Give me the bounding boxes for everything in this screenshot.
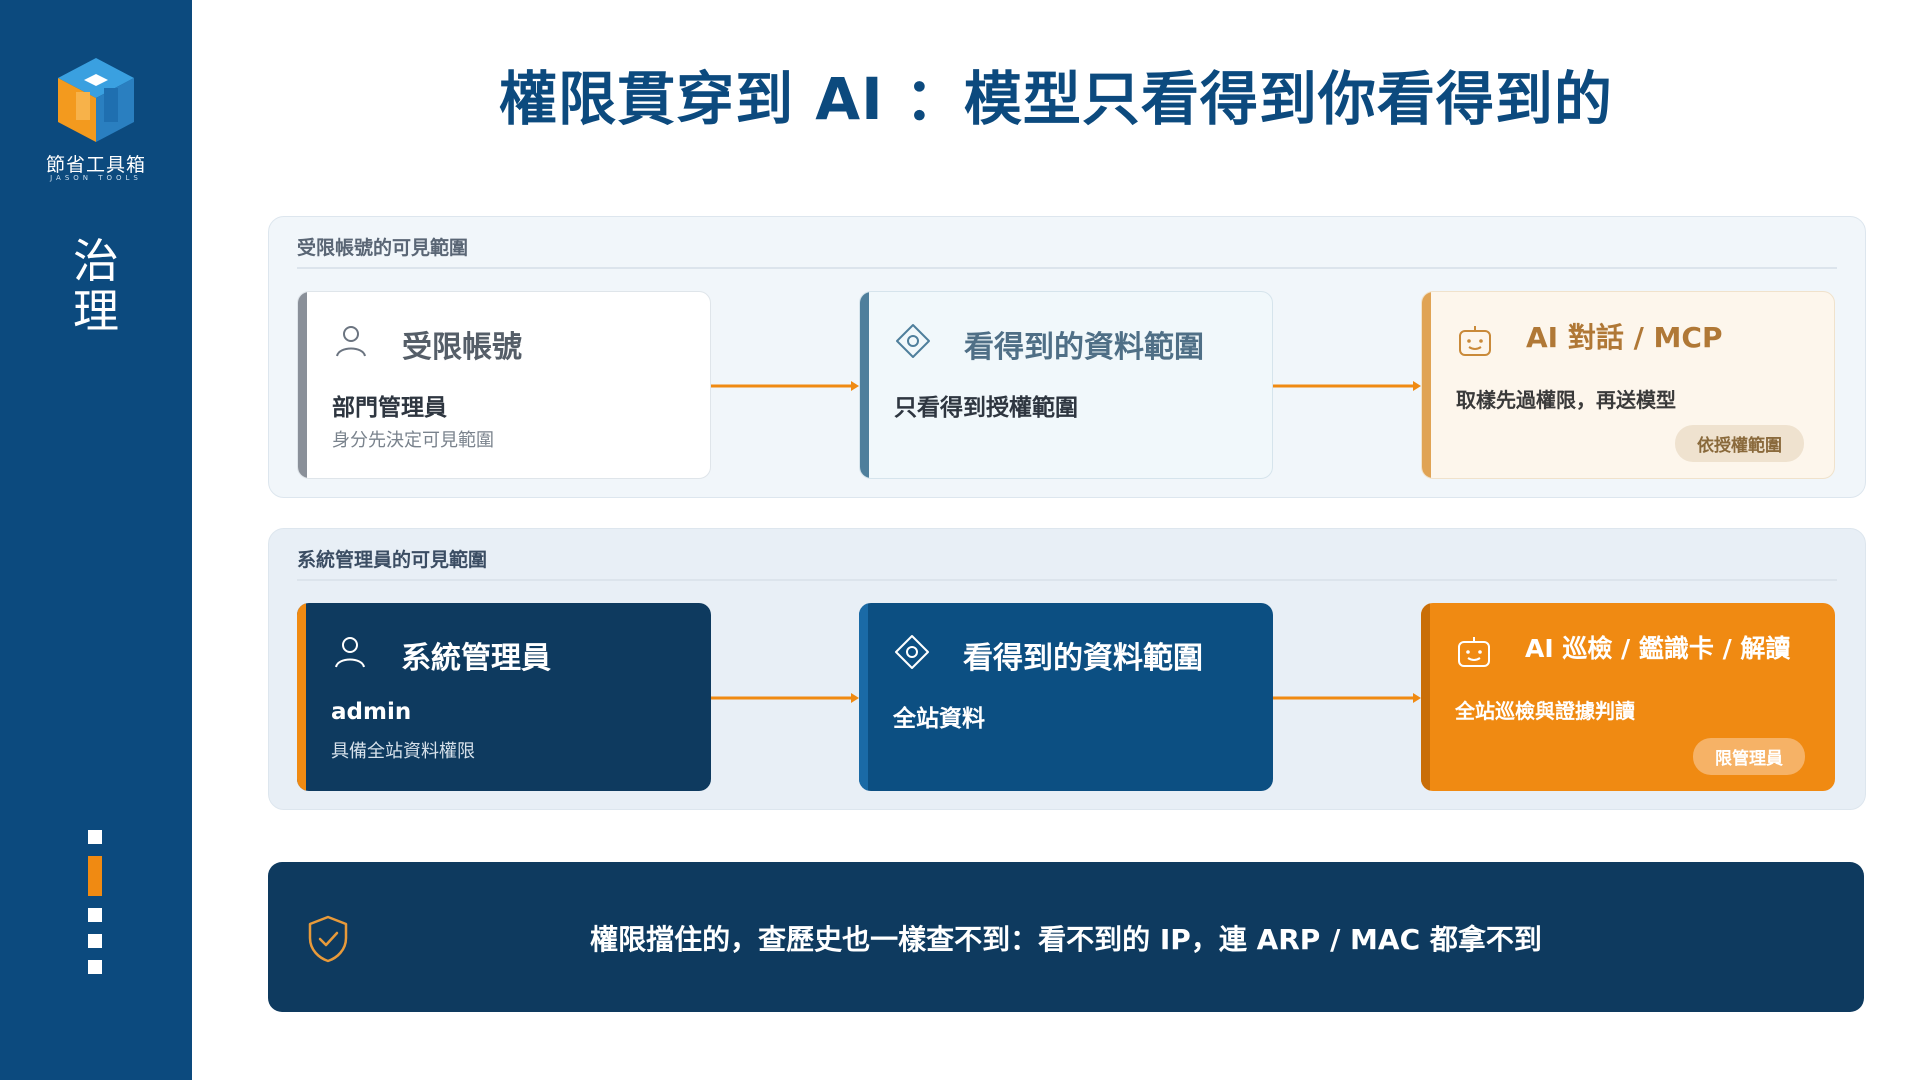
card-main-text: admin	[331, 699, 412, 725]
page-dot-3[interactable]	[88, 908, 102, 922]
eye-scope-icon	[895, 635, 929, 669]
user-icon	[336, 326, 366, 357]
scope-badge: 依授權範圍	[1675, 425, 1804, 462]
card-accent-bar	[859, 603, 868, 791]
page-dot-4[interactable]	[88, 934, 102, 948]
card-accent-bar	[298, 292, 307, 478]
visible-data-scope-card: 看得到的資料範圍 全站資料	[859, 603, 1273, 791]
card-main-text: 部門管理員	[332, 395, 447, 421]
section-label-char-1: 治	[73, 234, 119, 288]
card-accent-bar	[1422, 292, 1431, 478]
flow-arrow	[711, 692, 859, 703]
page-dot-5[interactable]	[88, 960, 102, 974]
card-main-text: 全站資料	[893, 706, 985, 732]
system-admin-card: 系統管理員 admin 具備全站資料權限	[297, 603, 711, 791]
section-label-char-2: 理	[73, 284, 119, 338]
user-icon	[335, 637, 365, 668]
section-label: 治 理	[0, 236, 192, 336]
divider	[297, 579, 1837, 581]
banner-text: 權限擋住的，查歷史也一樣查不到：看不到的 IP，連 ARP / MAC 都拿不到	[590, 923, 1542, 956]
restricted-account-card: 受限帳號 部門管理員 身分先決定可見範圍	[297, 291, 711, 479]
card-title: AI 巡檢 / 鑑識卡 / 解讀	[1525, 634, 1791, 663]
panel-title: 系統管理員的可見範圍	[297, 549, 488, 571]
card-title: 看得到的資料範圍	[963, 641, 1203, 676]
admin-scope-panel: 系統管理員的可見範圍 系統管理員 admin 具備全站資料權限 看得到的資料範圍…	[268, 528, 1866, 810]
panel-title: 受限帳號的可見範圍	[297, 237, 469, 259]
card-main-text: 取樣先過權限，再送模型	[1456, 388, 1676, 412]
ai-chat-mcp-card: AI 對話 / MCP 取樣先過權限，再送模型 依授權範圍	[1421, 291, 1835, 479]
divider	[297, 267, 1837, 269]
card-accent-bar	[297, 603, 306, 791]
shield-check-icon	[308, 915, 348, 963]
logo-icon	[58, 58, 134, 142]
flow-arrow	[1273, 380, 1421, 391]
flow-arrow	[1273, 692, 1421, 703]
page-dot-2-active[interactable]	[88, 856, 102, 896]
logo-text: 節省工具箱	[45, 154, 146, 176]
page-title: 權限貫穿到 AI ：模型只看得到你看得到的	[499, 65, 1613, 133]
admin-only-badge: 限管理員	[1693, 738, 1805, 775]
card-title: 受限帳號	[402, 330, 522, 365]
card-title: AI 對話 / MCP	[1526, 321, 1723, 354]
restricted-scope-panel: 受限帳號的可見範圍 受限帳號 部門管理員 身分先決定可見範圍 看得到的資料範圍 …	[268, 216, 1866, 498]
page-indicator	[88, 830, 104, 986]
logo-subtitle: JASON TOOLS	[50, 174, 142, 182]
robot-icon	[1459, 326, 1491, 356]
card-sub-text: 身分先決定可見範圍	[332, 430, 494, 451]
page-dot-1[interactable]	[88, 830, 102, 844]
flow-arrow	[711, 380, 859, 391]
card-accent-bar	[860, 292, 869, 478]
visible-data-scope-card: 看得到的資料範圍 只看得到授權範圍	[859, 291, 1273, 479]
sidebar: 節省工具箱 JASON TOOLS 治 理	[0, 0, 192, 1080]
summary-banner: 權限擋住的，查歷史也一樣查不到：看不到的 IP，連 ARP / MAC 都拿不到	[268, 862, 1864, 1012]
card-main-text: 全站巡檢與證據判讀	[1455, 699, 1635, 723]
card-title: 系統管理員	[401, 641, 551, 676]
eye-scope-icon	[896, 324, 930, 358]
robot-icon	[1458, 637, 1490, 667]
card-main-text: 只看得到授權範圍	[894, 395, 1078, 421]
ai-inspection-card: AI 巡檢 / 鑑識卡 / 解讀 全站巡檢與證據判讀 限管理員	[1421, 603, 1835, 791]
card-sub-text: 具備全站資料權限	[331, 741, 475, 762]
card-accent-bar	[1421, 603, 1430, 791]
card-title: 看得到的資料範圍	[964, 330, 1204, 365]
